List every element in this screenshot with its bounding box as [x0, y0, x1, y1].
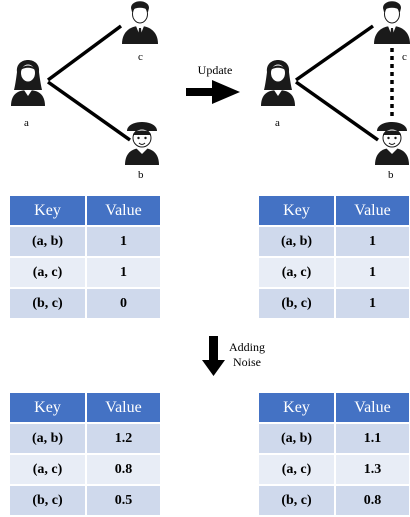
woman-icon	[11, 60, 45, 106]
table-cell-key: (a, b)	[10, 227, 85, 256]
graph-before	[11, 0, 160, 166]
graph-diagram	[11, 0, 410, 166]
table-noisy-bottom-right: Key Value (a, b) 1.1 (a, c) 1.3 (b, c) 0…	[259, 391, 409, 517]
table-row: (b, c) 1	[259, 289, 409, 318]
table-cell-value: 1	[85, 227, 160, 256]
noise-label-line1: Adding	[229, 340, 265, 354]
noise-label-line2: Noise	[233, 355, 261, 369]
table-row: (a, c) 1.3	[259, 455, 409, 484]
table-header-key: Key	[10, 196, 85, 225]
table-row: (a, b) 1	[259, 227, 409, 256]
table-cell-key: (b, c)	[10, 486, 85, 515]
table-row: (a, b) 1.2	[10, 424, 160, 453]
table-cell-value: 1	[85, 258, 160, 287]
table-cell-key: (a, c)	[259, 258, 334, 287]
table-header-key: Key	[259, 196, 334, 225]
table-header-key: Key	[259, 393, 334, 422]
boy-icon	[374, 121, 410, 166]
table-cell-key: (b, c)	[259, 486, 334, 515]
table-cell-value: 1.1	[334, 424, 409, 453]
edge-a-c	[46, 24, 123, 82]
table-cell-value: 0	[85, 289, 160, 318]
table-cell-key: (a, b)	[10, 424, 85, 453]
table-row: (a, b) 1	[10, 227, 160, 256]
table-cell-value: 1	[334, 258, 409, 287]
table-header-value: Value	[85, 196, 160, 225]
table-row: (a, c) 1	[10, 258, 160, 287]
edge-a-b	[46, 80, 132, 142]
graph-after	[261, 0, 410, 166]
table-row: (a, b) 1.1	[259, 424, 409, 453]
table-header-value: Value	[334, 393, 409, 422]
node-label-c: c	[402, 51, 407, 63]
table-cell-value: 1.3	[334, 455, 409, 484]
table-cell-value: 0.5	[85, 486, 160, 515]
table-cell-key: (b, c)	[10, 289, 85, 318]
edge-a-c	[294, 24, 375, 82]
node-label-b: b	[388, 169, 394, 181]
table-noisy-bottom-left: Key Value (a, b) 1.2 (a, c) 0.8 (b, c) 0…	[10, 391, 160, 517]
table-cell-key: (a, c)	[10, 258, 85, 287]
update-label: Update	[197, 63, 233, 77]
node-label-c: c	[138, 51, 143, 63]
table-header-value: Value	[334, 196, 409, 225]
table-cell-key: (b, c)	[259, 289, 334, 318]
table-cell-value: 1	[334, 227, 409, 256]
noise-arrow	[202, 336, 225, 376]
update-arrow-icon	[186, 80, 240, 104]
table-row: (b, c) 0.5	[10, 486, 160, 515]
man-icon	[373, 0, 410, 45]
node-label-a: a	[24, 117, 29, 129]
table-row: (a, c) 1	[259, 258, 409, 287]
table-cell-key: (a, b)	[259, 424, 334, 453]
table-cell-key: (a, b)	[259, 227, 334, 256]
table-header-key: Key	[10, 393, 85, 422]
table-before-top-left: Key Value (a, b) 1 (a, c) 1 (b, c) 0	[10, 194, 160, 320]
table-header-value: Value	[85, 393, 160, 422]
table-row: (a, c) 0.8	[10, 455, 160, 484]
man-icon	[121, 0, 159, 45]
woman-icon	[261, 60, 295, 106]
node-label-b: b	[138, 169, 144, 181]
boy-icon	[124, 121, 160, 166]
arrow-down-icon	[209, 336, 218, 362]
table-cell-value: 1	[334, 289, 409, 318]
table-row: (b, c) 0	[10, 289, 160, 318]
edge-a-b	[294, 80, 380, 142]
table-row: (b, c) 0.8	[259, 486, 409, 515]
table-after-top-right: Key Value (a, b) 1 (a, c) 1 (b, c) 1	[259, 194, 409, 320]
table-cell-key: (a, c)	[259, 455, 334, 484]
table-cell-key: (a, c)	[10, 455, 85, 484]
table-cell-value: 1.2	[85, 424, 160, 453]
table-cell-value: 0.8	[334, 486, 409, 515]
node-label-a: a	[275, 117, 280, 129]
table-cell-value: 0.8	[85, 455, 160, 484]
